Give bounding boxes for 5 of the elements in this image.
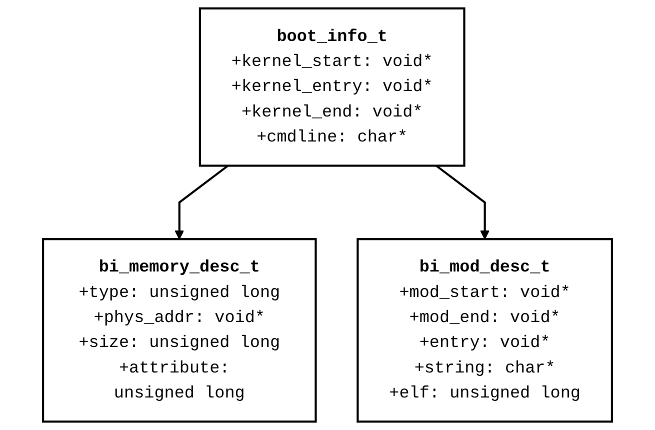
node-box: boot_info_t +kernel_start: void* +kernel_entry: void* +kernel_end: void* +cmdline: char* (198, 7, 466, 167)
arrow (174, 164, 229, 240)
arrow (436, 164, 490, 240)
node-box: bi_memory_desc_t +type: unsigned long +phys_addr: void* +size: unsigned long +attribute: unsigned long (42, 238, 317, 423)
node-box: bi_mod_desc_t +mod_start: void* +mod_end: void* +entry: void* +string: char* +elf: unsigned long (356, 238, 613, 423)
